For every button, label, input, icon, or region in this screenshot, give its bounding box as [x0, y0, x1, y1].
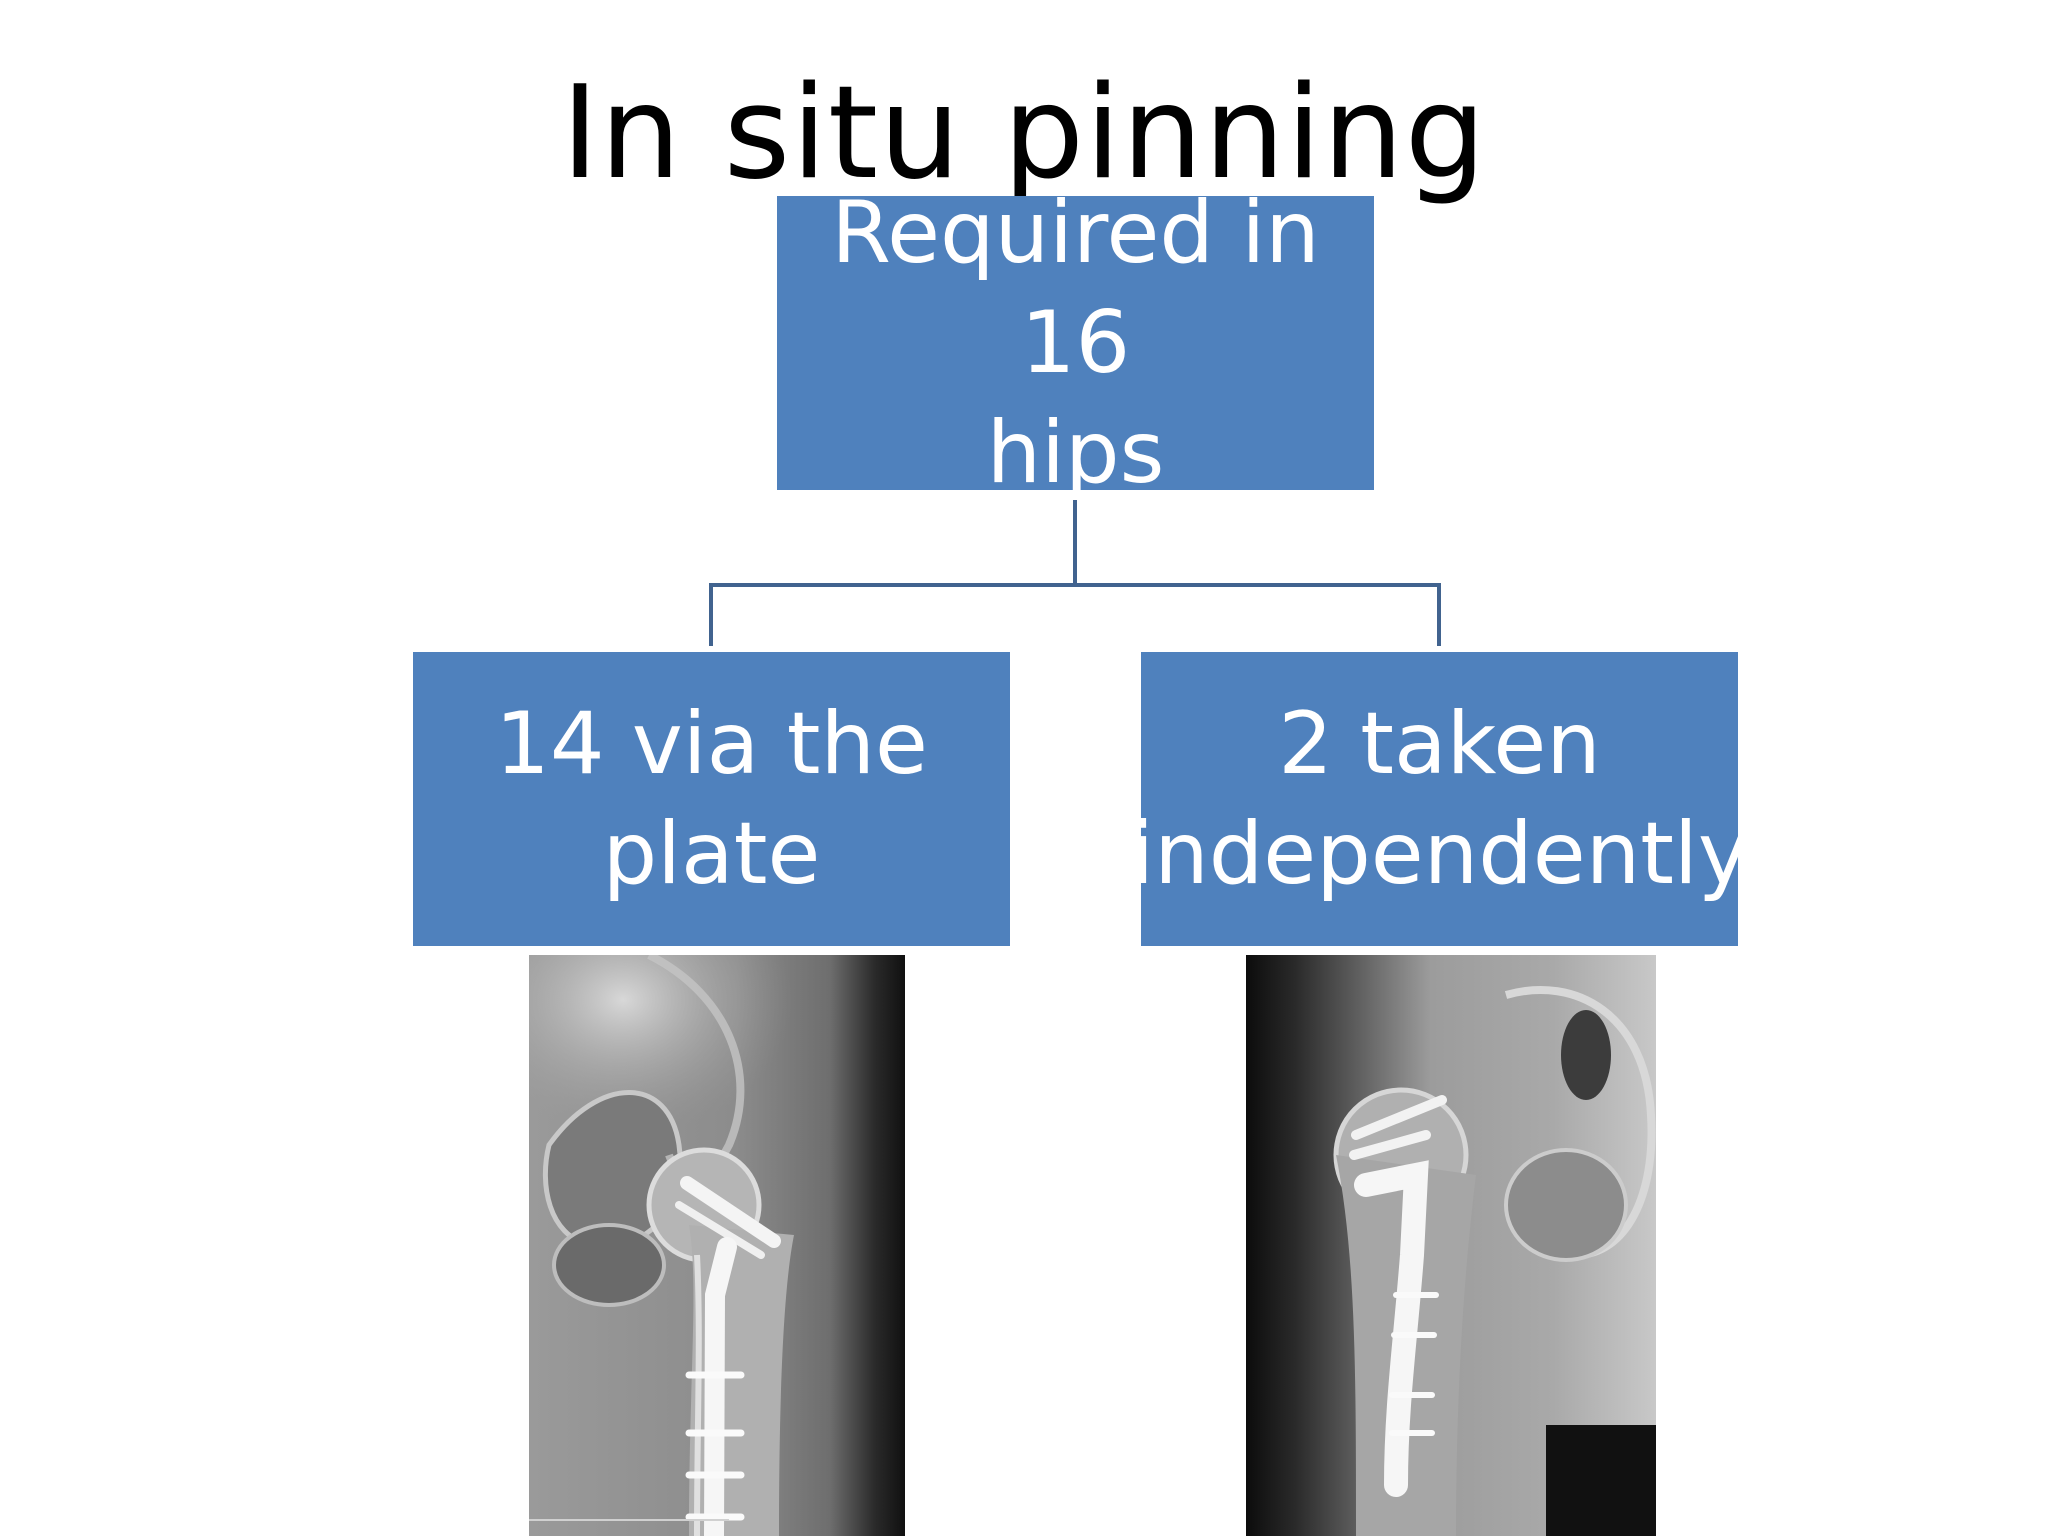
slide-title: In situ pinning	[561, 59, 1487, 208]
child-box-plate: 14 via the plate	[413, 652, 1010, 946]
xray-hip-plate-image	[529, 955, 905, 1536]
root-box: Required in 16 hips	[777, 183, 1374, 503]
root-box-label: Required in 16 hips	[831, 182, 1320, 504]
child-box-plate-label: 14 via the plate	[495, 693, 928, 904]
xray-hip-independent-pins-image	[1246, 955, 1656, 1536]
child-box-independent-label: 2 taken independently	[1130, 693, 1749, 904]
child-box-independent: 2 taken independently	[1130, 652, 1749, 946]
